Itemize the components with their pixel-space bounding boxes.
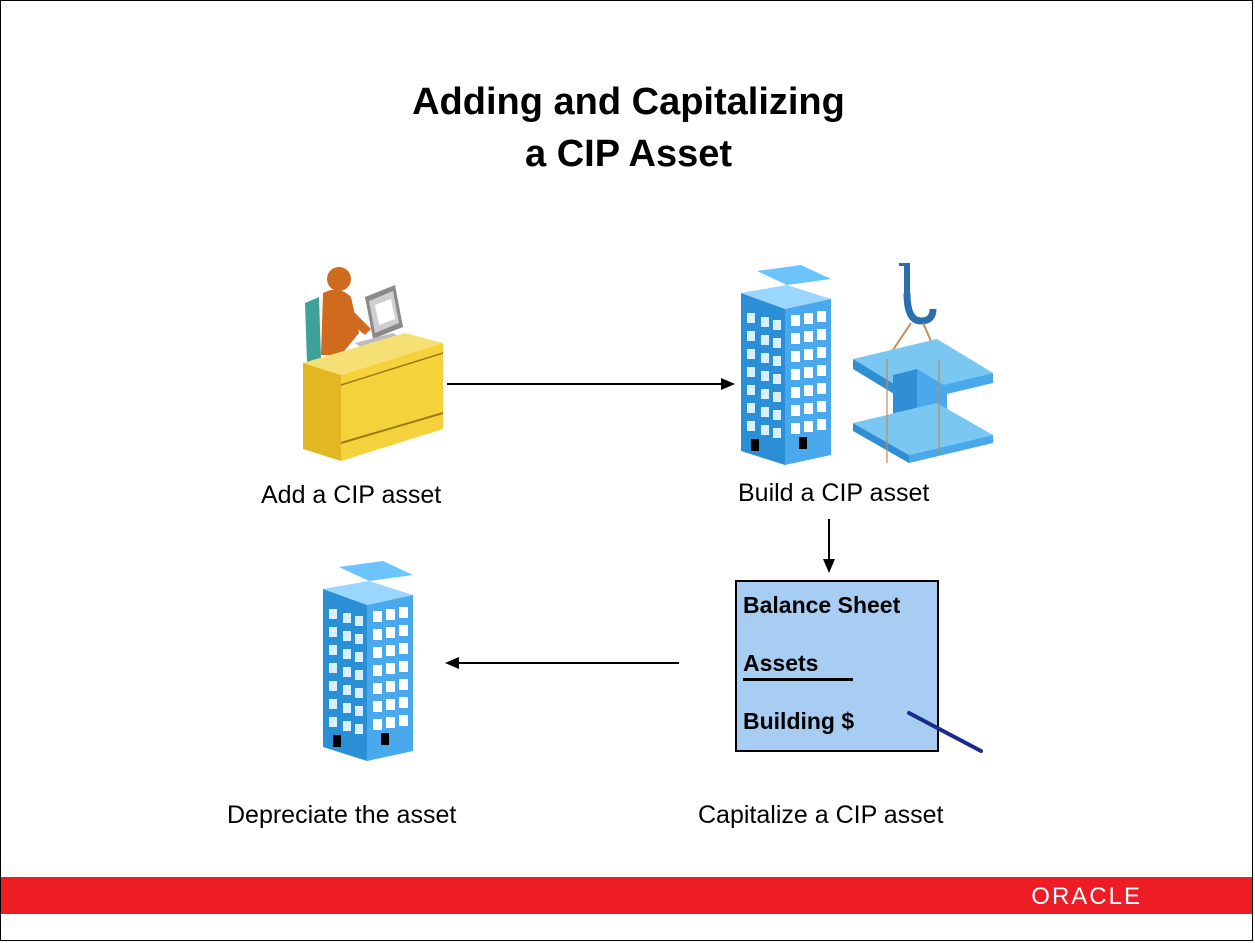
slide-title-line1: Adding and Capitalizing [412,81,845,123]
building-icon [323,561,413,761]
balance-sheet-heading: Balance Sheet [743,592,901,618]
arrow-add-to-build [447,378,735,390]
step-depreciate-label: Depreciate the asset [227,801,457,829]
arrow-capitalize-to-depreciate [445,657,679,669]
slide-title-line2: a CIP Asset [525,133,732,175]
step-capitalize-label: Capitalize a CIP asset [698,801,944,829]
building-icon [741,265,831,465]
balance-sheet-underline [743,678,853,681]
pen-icon [907,711,983,753]
balance-sheet-card: Balance Sheet Assets Building $ [735,580,939,752]
oracle-logo: ORACLE [1031,883,1142,910]
arrow-build-to-capitalize [823,519,835,573]
footer-bar [1,877,1252,914]
step-build-label: Build a CIP asset [738,479,930,507]
step-add-label: Add a CIP asset [261,481,442,509]
balance-sheet-item: Building $ [743,708,855,734]
person-at-desk-icon [303,267,444,461]
balance-sheet-section: Assets [743,650,819,676]
steel-beam-icon [853,263,993,463]
